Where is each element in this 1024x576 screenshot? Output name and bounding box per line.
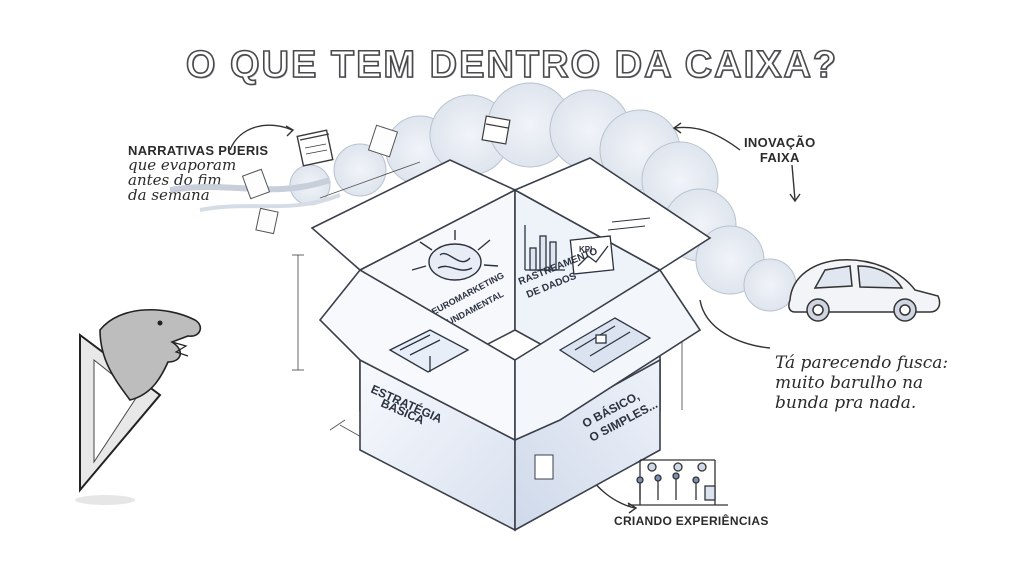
blueprint-icon — [558, 317, 652, 373]
page-title: O QUE TEM DENTRO DA CAIXA? — [185, 43, 839, 87]
kpi-chart-icon — [569, 235, 615, 275]
inovacao-annotation: INOVAÇÃO FAIXA — [744, 135, 816, 165]
narrativas-line: antes do fim — [128, 171, 222, 189]
document-icon — [241, 124, 399, 235]
fusca-car-icon — [788, 259, 941, 322]
fusca-line: muito barulho na — [775, 373, 924, 393]
calendar-icon — [481, 115, 511, 145]
criando-experiencias-label: CRIANDO EXPERIÊNCIAS — [614, 514, 769, 528]
inovacao-line: INOVAÇÃO — [744, 135, 816, 150]
fusca-annotation: Tá parecendo fusca: muito barulho na bun… — [775, 353, 1005, 413]
box-window-icon — [534, 454, 554, 480]
t-rex-icon — [75, 308, 202, 505]
narrativas-heading: NARRATIVAS PUERIS — [128, 143, 269, 158]
narrativas-line: que evaporam — [128, 156, 237, 174]
fusca-line: bunda pra nada. — [775, 393, 917, 413]
narrativas-annotation: NARRATIVAS PUERIS que evaporam antes do … — [128, 143, 288, 203]
kpi-label: KPI — [579, 245, 592, 254]
narrativas-text: que evaporam antes do fim da semana — [128, 158, 288, 203]
narrativas-line: da semana — [128, 186, 210, 204]
inovacao-line: FAIXA — [759, 150, 800, 165]
stage-icon — [628, 459, 728, 506]
calendar-icon — [296, 129, 334, 167]
notes-lines — [607, 217, 651, 231]
blueprint-icon — [388, 329, 470, 373]
fusca-line: Tá parecendo fusca: — [775, 353, 949, 373]
bar-chart-icon — [524, 225, 565, 271]
flap-back-right — [513, 157, 712, 271]
brain-icon — [411, 230, 499, 281]
